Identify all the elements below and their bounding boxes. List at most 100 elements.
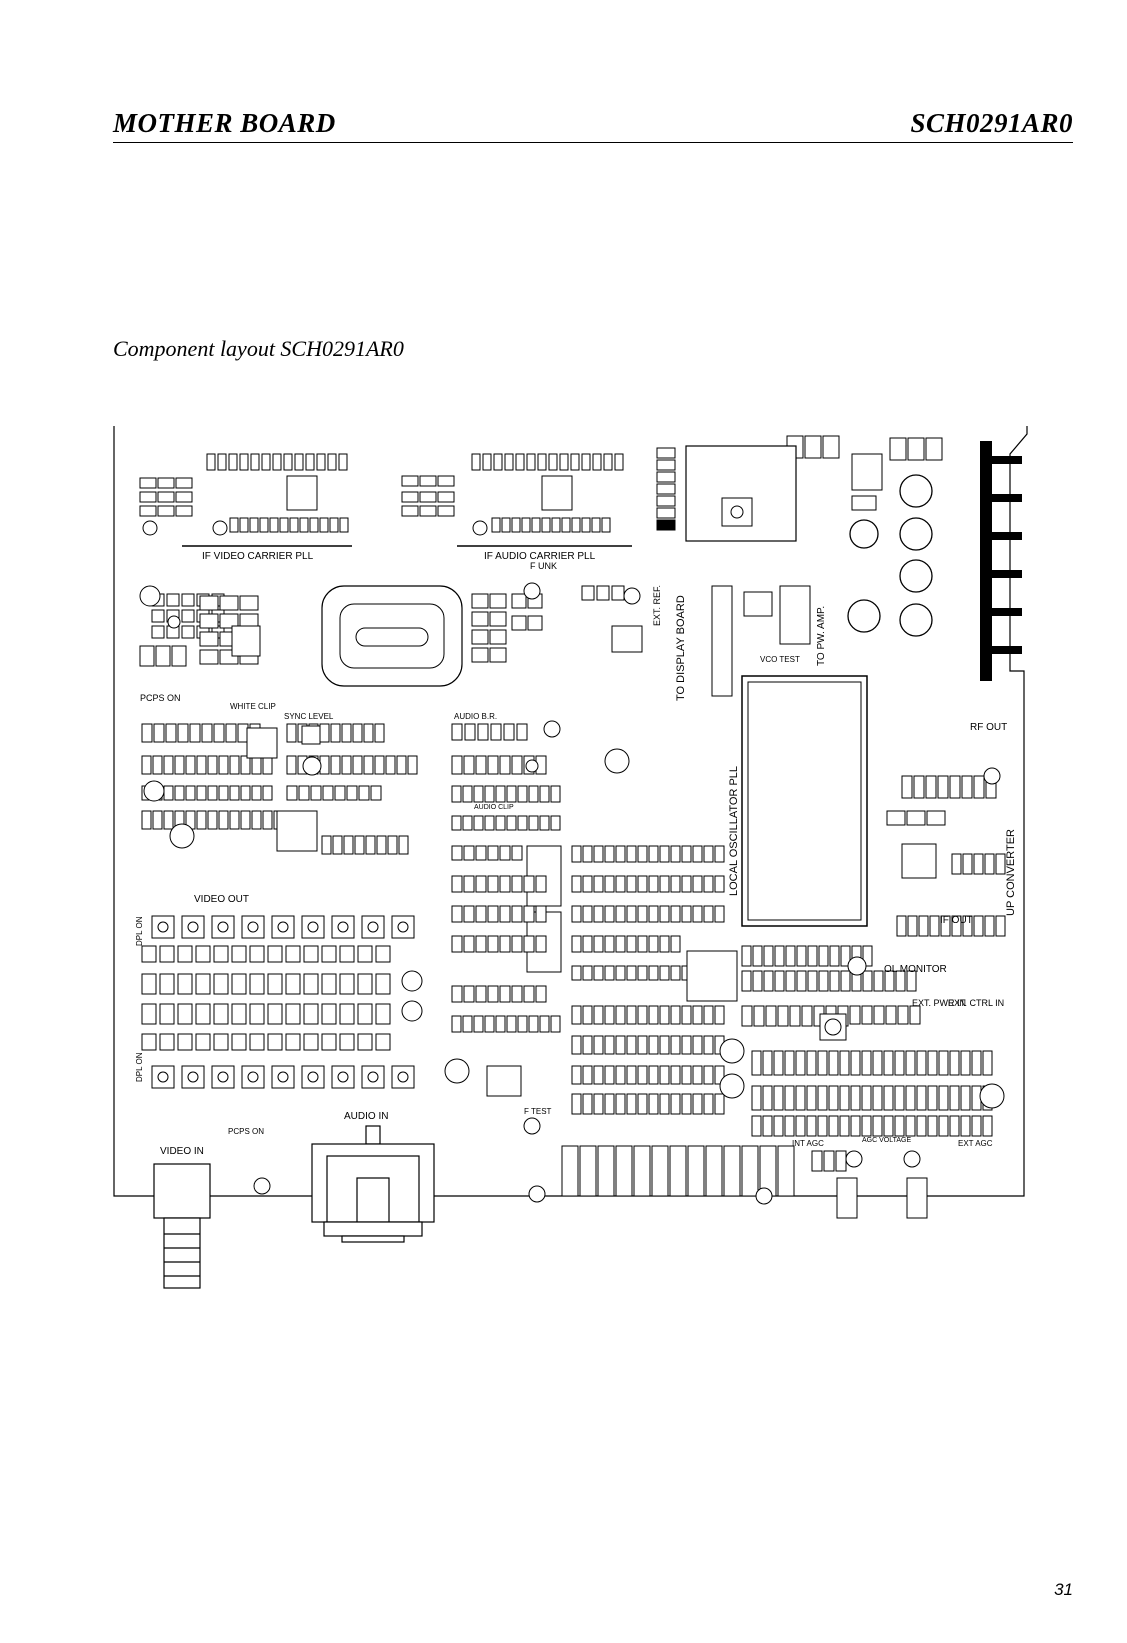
pcb-component xyxy=(196,810,207,830)
pcb-component xyxy=(723,1145,741,1197)
pcb-component xyxy=(873,1005,885,1025)
pcb-component xyxy=(181,609,195,623)
pcb-trimmer xyxy=(143,780,165,802)
pcb-component xyxy=(916,1050,927,1076)
pcb-component xyxy=(916,1115,927,1137)
pcb-component xyxy=(571,875,582,893)
pcb-component xyxy=(475,875,487,893)
pcb-component xyxy=(817,1085,828,1111)
pcb-trimmer xyxy=(187,1071,199,1083)
pcb-component xyxy=(189,723,201,743)
pcb-component xyxy=(839,1115,850,1137)
pcb-component xyxy=(272,453,282,471)
pcb-component xyxy=(753,1005,765,1027)
pcb-component xyxy=(995,853,1006,875)
pcb-component xyxy=(896,915,907,937)
pcb-component xyxy=(582,935,593,953)
pcb-trimmer xyxy=(367,921,379,933)
pcb-component xyxy=(692,845,703,863)
pcb-component xyxy=(493,453,503,471)
pcb-component xyxy=(571,965,582,981)
pcb-component xyxy=(714,905,725,923)
label-ext-pwr-in: EXT. PWR IN xyxy=(912,998,966,1008)
pcb-component xyxy=(503,723,515,741)
pcb-component xyxy=(217,453,227,471)
pcb-component xyxy=(339,1033,355,1051)
pcb-component xyxy=(484,815,495,831)
pcb-component xyxy=(177,1003,193,1025)
pcb-component xyxy=(174,785,185,801)
pcb-component xyxy=(894,1115,905,1137)
pcb-component xyxy=(817,1050,828,1076)
pcb-component xyxy=(615,845,626,863)
pcb-trimmer xyxy=(525,759,539,773)
pcb-component xyxy=(462,1015,473,1033)
pcb-component xyxy=(777,1145,795,1197)
pcb-component xyxy=(155,645,171,667)
pcb-trimmer xyxy=(401,1000,423,1022)
pcb-component xyxy=(185,785,196,801)
pcb-component xyxy=(862,970,873,992)
pcb-component xyxy=(593,1035,604,1055)
pcb-component xyxy=(889,437,907,461)
pcb-component xyxy=(659,965,670,981)
pcb-component xyxy=(905,1085,916,1111)
pcb-component xyxy=(157,477,175,489)
pcb-component xyxy=(626,935,637,953)
pcb-component xyxy=(329,517,339,533)
pcb-component xyxy=(330,755,341,775)
pcb-component xyxy=(181,625,195,639)
pcb-component xyxy=(670,875,681,893)
pcb-component xyxy=(571,1035,582,1055)
pcb-component xyxy=(765,1005,777,1027)
pcb-component xyxy=(506,1015,517,1033)
pcb-component xyxy=(626,1005,637,1025)
pcb-component xyxy=(938,1115,949,1137)
page-number: 31 xyxy=(1054,1580,1073,1599)
pcb-component xyxy=(511,593,527,609)
pcb-component xyxy=(656,459,676,471)
pcb-component xyxy=(615,1093,626,1115)
pcb-component xyxy=(796,945,807,967)
pcb-component xyxy=(385,755,396,775)
pcb-component xyxy=(181,593,195,607)
pcb-trimmer xyxy=(157,1071,169,1083)
pcb-component xyxy=(239,453,249,471)
label-ol-monitor: OL MONITOR xyxy=(884,964,947,975)
pcb-component xyxy=(861,1005,873,1025)
pcb-component xyxy=(703,875,714,893)
pcb-component xyxy=(670,965,681,981)
pcb-component xyxy=(213,973,229,995)
pcb-component xyxy=(339,517,349,533)
pcb-component xyxy=(199,631,219,647)
pcb-component xyxy=(762,1115,773,1137)
label-up-converter: UP CONVERTER xyxy=(1005,829,1017,916)
pcb-component xyxy=(656,447,676,459)
pcb-drawing: IF VIDEO CARRIER PLL IF AUDIO CARRIER PL… xyxy=(113,426,1028,1289)
pcb-component xyxy=(962,915,973,937)
pcb-trimmer xyxy=(253,1177,271,1195)
electrolytic-capacitors xyxy=(847,474,933,637)
pcb-component xyxy=(796,970,807,992)
pcb-component xyxy=(506,815,517,831)
pcb-component xyxy=(582,965,593,981)
pcb-component xyxy=(571,517,581,533)
pcb-component xyxy=(703,1005,714,1025)
pcb-component xyxy=(949,775,961,799)
pcb-trimmer xyxy=(167,615,181,629)
pcb-component xyxy=(559,453,569,471)
pcb-component xyxy=(473,815,484,831)
pcb-component xyxy=(196,755,207,775)
pcb-component xyxy=(773,1085,784,1111)
pcb-component xyxy=(451,1015,462,1033)
pcb-component xyxy=(213,1033,229,1051)
pcb-component xyxy=(961,775,973,799)
pcb-component xyxy=(751,1085,762,1111)
pcb-trimmer xyxy=(401,970,423,992)
pcb-trimmer xyxy=(472,520,488,536)
pcb-component xyxy=(299,517,309,533)
pcb-component xyxy=(818,945,829,967)
pcb-component xyxy=(219,595,239,611)
pcb-component xyxy=(659,875,670,893)
pcb-component xyxy=(785,945,796,967)
